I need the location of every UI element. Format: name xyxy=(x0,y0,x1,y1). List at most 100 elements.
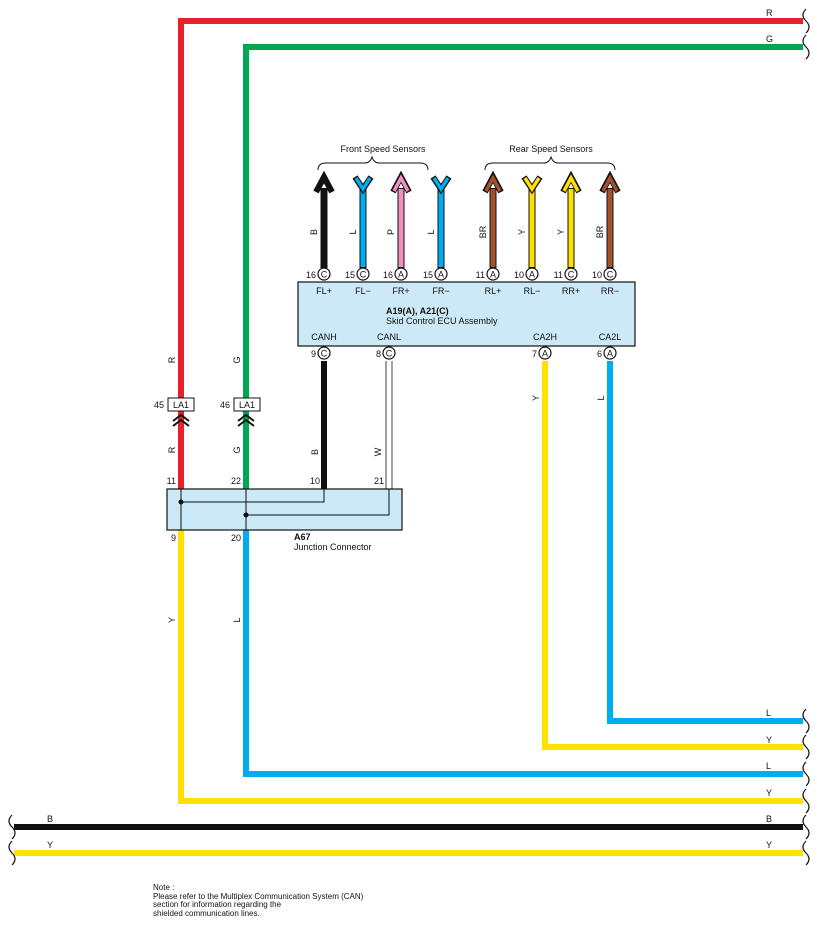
ecu-top-pin-connector: A xyxy=(529,270,535,280)
sensor-wire-code: Y xyxy=(556,229,566,235)
ecu-top-pin: 11 A RL+ xyxy=(476,267,502,296)
junction-pin-20: 20 xyxy=(231,533,241,543)
splice-46: 46 LA1 xyxy=(220,397,261,427)
junction-pin-21: 21 xyxy=(374,476,384,486)
sensor-wire-code: B xyxy=(309,229,319,235)
ecu-bottom-pin-connector: A xyxy=(542,349,548,359)
right-label-g: G xyxy=(766,34,773,44)
junction-node-2 xyxy=(243,512,249,518)
wire-green-trunk xyxy=(243,44,803,489)
break-mark-right xyxy=(802,840,810,866)
right-label-r: R xyxy=(766,8,773,18)
front-sensors-label: Front Speed Sensors xyxy=(340,144,426,154)
break-mark-right xyxy=(802,761,810,787)
wire-code-canh: B xyxy=(310,449,320,455)
break-mark-right xyxy=(802,814,810,840)
break-mark-right xyxy=(802,788,810,814)
wire-white-canl xyxy=(385,361,393,489)
break-mark-right xyxy=(802,8,810,34)
ecu-name: Skid Control ECU Assembly xyxy=(386,316,498,326)
ecu-top-pin-label: RL+ xyxy=(485,286,502,296)
ecu-top-pin-label: FL+ xyxy=(316,286,332,296)
ecu-bottom-pin-connector: A xyxy=(607,349,613,359)
ecu-id: A19(A), A21(C) xyxy=(386,306,449,316)
ecu-top-pin-connector: A xyxy=(438,270,444,280)
ecu-top-pin-connector: C xyxy=(568,270,575,280)
ecu-top-pin: 16 C FL+ xyxy=(306,267,332,296)
sensor-wire-code: L xyxy=(426,229,436,234)
right-label-y2: Y xyxy=(766,788,772,798)
sensor-wire-code: L xyxy=(348,229,358,234)
break-mark-right xyxy=(802,734,810,760)
sensor-wire-rl-plus: BR xyxy=(478,170,504,268)
sensor-wire-fr-plus: P xyxy=(386,170,412,268)
note-title: Note : xyxy=(153,883,175,892)
wire-code-red-upper: R xyxy=(167,356,177,363)
ecu-top-pin-number: 11 xyxy=(554,270,563,280)
break-marks xyxy=(8,8,810,866)
ecu-bottom-pin-number: 6 xyxy=(597,349,602,359)
ecu-bottom-pin-label: CANL xyxy=(377,332,401,342)
wire-code-canl: W xyxy=(373,447,383,456)
junction-pin-10: 10 xyxy=(310,476,320,486)
ecu-bottom-pin-label: CA2H xyxy=(533,332,557,342)
ecu-top-pin-number: 16 xyxy=(306,270,316,280)
wire-blue-left xyxy=(243,530,803,777)
wire-yellow-left xyxy=(178,530,803,804)
front-sensors-brace xyxy=(317,155,429,171)
splice-45: 45 LA1 xyxy=(154,397,195,427)
rear-sensors-label: Rear Speed Sensors xyxy=(509,144,593,154)
ecu-top-pin-number: 11 xyxy=(476,270,485,280)
ecu-bottom-pin-label: CA2L xyxy=(599,332,622,342)
ecu-top-pin-connector: C xyxy=(321,270,328,280)
ecu-top-pin-label: RR− xyxy=(601,286,619,296)
splice-46-label: LA1 xyxy=(239,400,255,410)
splice-45-label: LA1 xyxy=(173,400,189,410)
ecu-top-pin-number: 15 xyxy=(423,270,433,280)
ecu-top-pin-number: 10 xyxy=(592,270,602,280)
ecu-bottom-pin-number: 8 xyxy=(376,349,381,359)
wire-blue-ca2l xyxy=(607,361,803,724)
sensor-wire-code: P xyxy=(386,229,396,235)
ecu-bottom-pin-number: 9 xyxy=(311,349,316,359)
right-label-b: B xyxy=(766,814,772,824)
note-line-2: section for information regarding the xyxy=(153,900,282,909)
ecu-bottom-pin-connector: C xyxy=(321,349,328,359)
ecu-top-pin-connector: A xyxy=(398,270,404,280)
note-line-1: Please refer to the Multiplex Communicat… xyxy=(153,891,364,901)
ecu-top-pin-connector: C xyxy=(360,270,367,280)
break-mark-right xyxy=(802,708,810,734)
splice-46-num: 46 xyxy=(220,400,230,410)
right-label-y3: Y xyxy=(766,840,772,850)
ecu-box xyxy=(297,281,636,347)
wire-code-blue-left: L xyxy=(232,617,242,622)
right-label-y1: Y xyxy=(766,735,772,745)
wire-red-trunk xyxy=(178,18,803,489)
sensor-wire-code: BR xyxy=(595,225,605,238)
ecu-bottom-pin-number: 7 xyxy=(532,349,537,359)
right-label-l2: L xyxy=(766,761,771,771)
sensor-wire-fr-minus: L xyxy=(426,175,452,268)
sensor-wire-code: BR xyxy=(478,225,488,238)
ecu-top-pin-connector: A xyxy=(490,270,496,280)
wire-code-ca2l: L xyxy=(596,395,606,400)
sensor-wires: B L P L BR Y Y BR xyxy=(309,170,621,268)
ecu-top-pin-number: 15 xyxy=(345,270,355,280)
sensor-wire-rl-minus: Y xyxy=(517,175,543,268)
junction-name: Junction Connector xyxy=(294,542,372,552)
sensor-wire-code: Y xyxy=(517,229,527,235)
wire-code-yellow-left: Y xyxy=(167,617,177,623)
junction-pin-9: 9 xyxy=(171,533,176,543)
junction-box xyxy=(166,488,403,531)
